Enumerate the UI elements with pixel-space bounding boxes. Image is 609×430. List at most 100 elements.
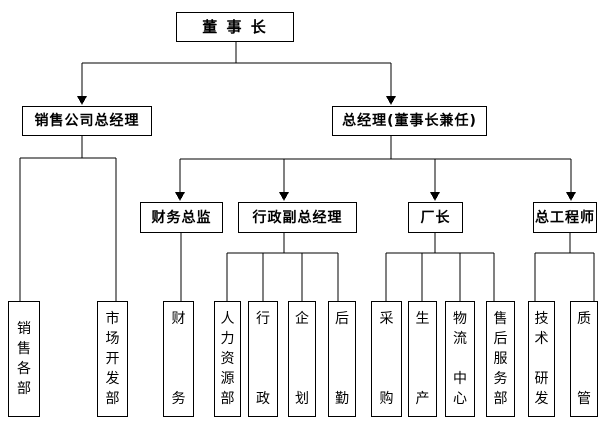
vertical-char: 财 (171, 311, 186, 327)
vertical-char (409, 369, 436, 389)
vertical-char: 售 (493, 311, 508, 327)
vertical-char (164, 369, 193, 389)
org-box-label: 销售公司总经理 (34, 113, 140, 129)
vertical-char (249, 369, 277, 389)
vertical-char (372, 329, 401, 349)
vertical-char: 发 (105, 371, 120, 387)
vertical-char (329, 369, 355, 389)
vertical-char: 技 (534, 311, 549, 327)
vertical-char (164, 349, 193, 369)
vertical-char: 部 (493, 391, 508, 407)
vertical-char: 企 (295, 311, 309, 327)
vertical-char: 务 (171, 391, 186, 407)
vertical-char (329, 329, 355, 349)
vertical-char: 部 (17, 381, 31, 397)
vertical-char: 销 (17, 321, 31, 337)
vertical-char: 行 (256, 311, 270, 327)
vertical-char (446, 349, 474, 369)
org-box-label: 总工程师 (535, 209, 595, 226)
org-box-sales-company-gm: 销售公司总经理 (22, 106, 152, 136)
vertical-char: 人 (220, 311, 235, 327)
arrowhead-down (566, 192, 576, 201)
org-box-market-dev-dept: 市场开发部 (97, 301, 128, 417)
org-box-tech-rnd-dept: 技术 研发 (528, 301, 555, 417)
org-box-factory-director: 厂长 (408, 202, 463, 233)
org-box-label: 行政副总经理 (252, 209, 343, 226)
vertical-char: 部 (105, 391, 120, 407)
vertical-char: 后 (335, 311, 349, 327)
org-box-finance-director: 财务总监 (140, 202, 223, 233)
vertical-char: 服 (493, 351, 508, 367)
org-box-logistics-support-dept: 后 勤 (328, 301, 356, 417)
vertical-char (372, 349, 401, 369)
org-box-general-manager: 总经理(董事长兼任) (332, 106, 487, 136)
org-box-chairman: 董 事 长 (176, 12, 294, 42)
vertical-char (372, 369, 401, 389)
vertical-char: 开 (105, 351, 120, 367)
org-box-sales-departments: 销售各部 (8, 301, 40, 417)
vertical-char: 术 (534, 331, 549, 347)
vertical-char (529, 349, 554, 369)
vertical-char: 资 (220, 351, 235, 367)
org-box-purchasing-dept: 采 购 (371, 301, 402, 417)
connector-paths (19, 42, 595, 301)
vertical-char (571, 369, 597, 389)
arrowhead-down (386, 96, 396, 105)
vertical-char: 研 (534, 371, 549, 387)
vertical-char: 中 (453, 371, 467, 387)
vertical-char (289, 329, 315, 349)
vertical-char (409, 349, 436, 369)
vertical-char: 场 (105, 331, 120, 347)
vertical-char: 采 (379, 311, 394, 327)
vertical-char (289, 349, 315, 369)
org-box-label: 财务总监 (151, 209, 212, 226)
org-box-production-dept: 生 产 (408, 301, 437, 417)
org-box-after-sales-dept: 售后服务部 (486, 301, 515, 417)
vertical-char (329, 349, 355, 369)
vertical-char: 各 (17, 361, 31, 377)
vertical-char: 流 (453, 331, 467, 347)
org-box-hr-dept: 人力资源部 (214, 301, 241, 417)
org-box-label: 董 事 长 (202, 17, 268, 36)
vertical-char: 力 (220, 331, 235, 347)
vertical-char: 发 (534, 391, 549, 407)
arrowhead-down (175, 192, 185, 201)
vertical-char: 管 (577, 391, 591, 407)
org-box-admin-deputy-gm: 行政副总经理 (238, 202, 357, 233)
vertical-char: 部 (220, 391, 235, 407)
vertical-char: 划 (295, 391, 309, 407)
org-box-planning-dept: 企 划 (288, 301, 316, 417)
vertical-char: 后 (493, 331, 508, 347)
vertical-char: 购 (379, 391, 394, 407)
vertical-char: 心 (453, 391, 467, 407)
arrowheads (77, 96, 576, 201)
vertical-char (571, 349, 597, 369)
arrowhead-down (77, 96, 87, 105)
vertical-char: 市 (105, 311, 120, 327)
vertical-char (289, 369, 315, 389)
arrowhead-down (279, 192, 289, 201)
vertical-char: 产 (415, 391, 430, 407)
org-box-logistics-center: 物流 中心 (445, 301, 475, 417)
vertical-char (409, 329, 436, 349)
vertical-char: 物 (453, 311, 467, 327)
org-box-finance-dept: 财 务 (163, 301, 194, 417)
org-box-chief-engineer: 总工程师 (533, 202, 597, 233)
vertical-char: 勤 (335, 391, 349, 407)
org-box-label: 厂长 (420, 209, 451, 226)
org-box-label: 总经理(董事长兼任) (342, 113, 477, 129)
vertical-char: 源 (220, 371, 235, 387)
org-box-quality-mgmt-dept: 质 管 (570, 301, 598, 417)
org-box-admin-dept: 行 政 (248, 301, 278, 417)
vertical-char (249, 349, 277, 369)
vertical-char (249, 329, 277, 349)
vertical-char: 质 (577, 311, 591, 327)
arrowhead-down (430, 192, 440, 201)
vertical-char (571, 329, 597, 349)
vertical-char: 售 (17, 341, 31, 357)
vertical-char: 生 (415, 311, 430, 327)
vertical-char: 务 (493, 371, 508, 387)
vertical-char: 政 (256, 391, 270, 407)
